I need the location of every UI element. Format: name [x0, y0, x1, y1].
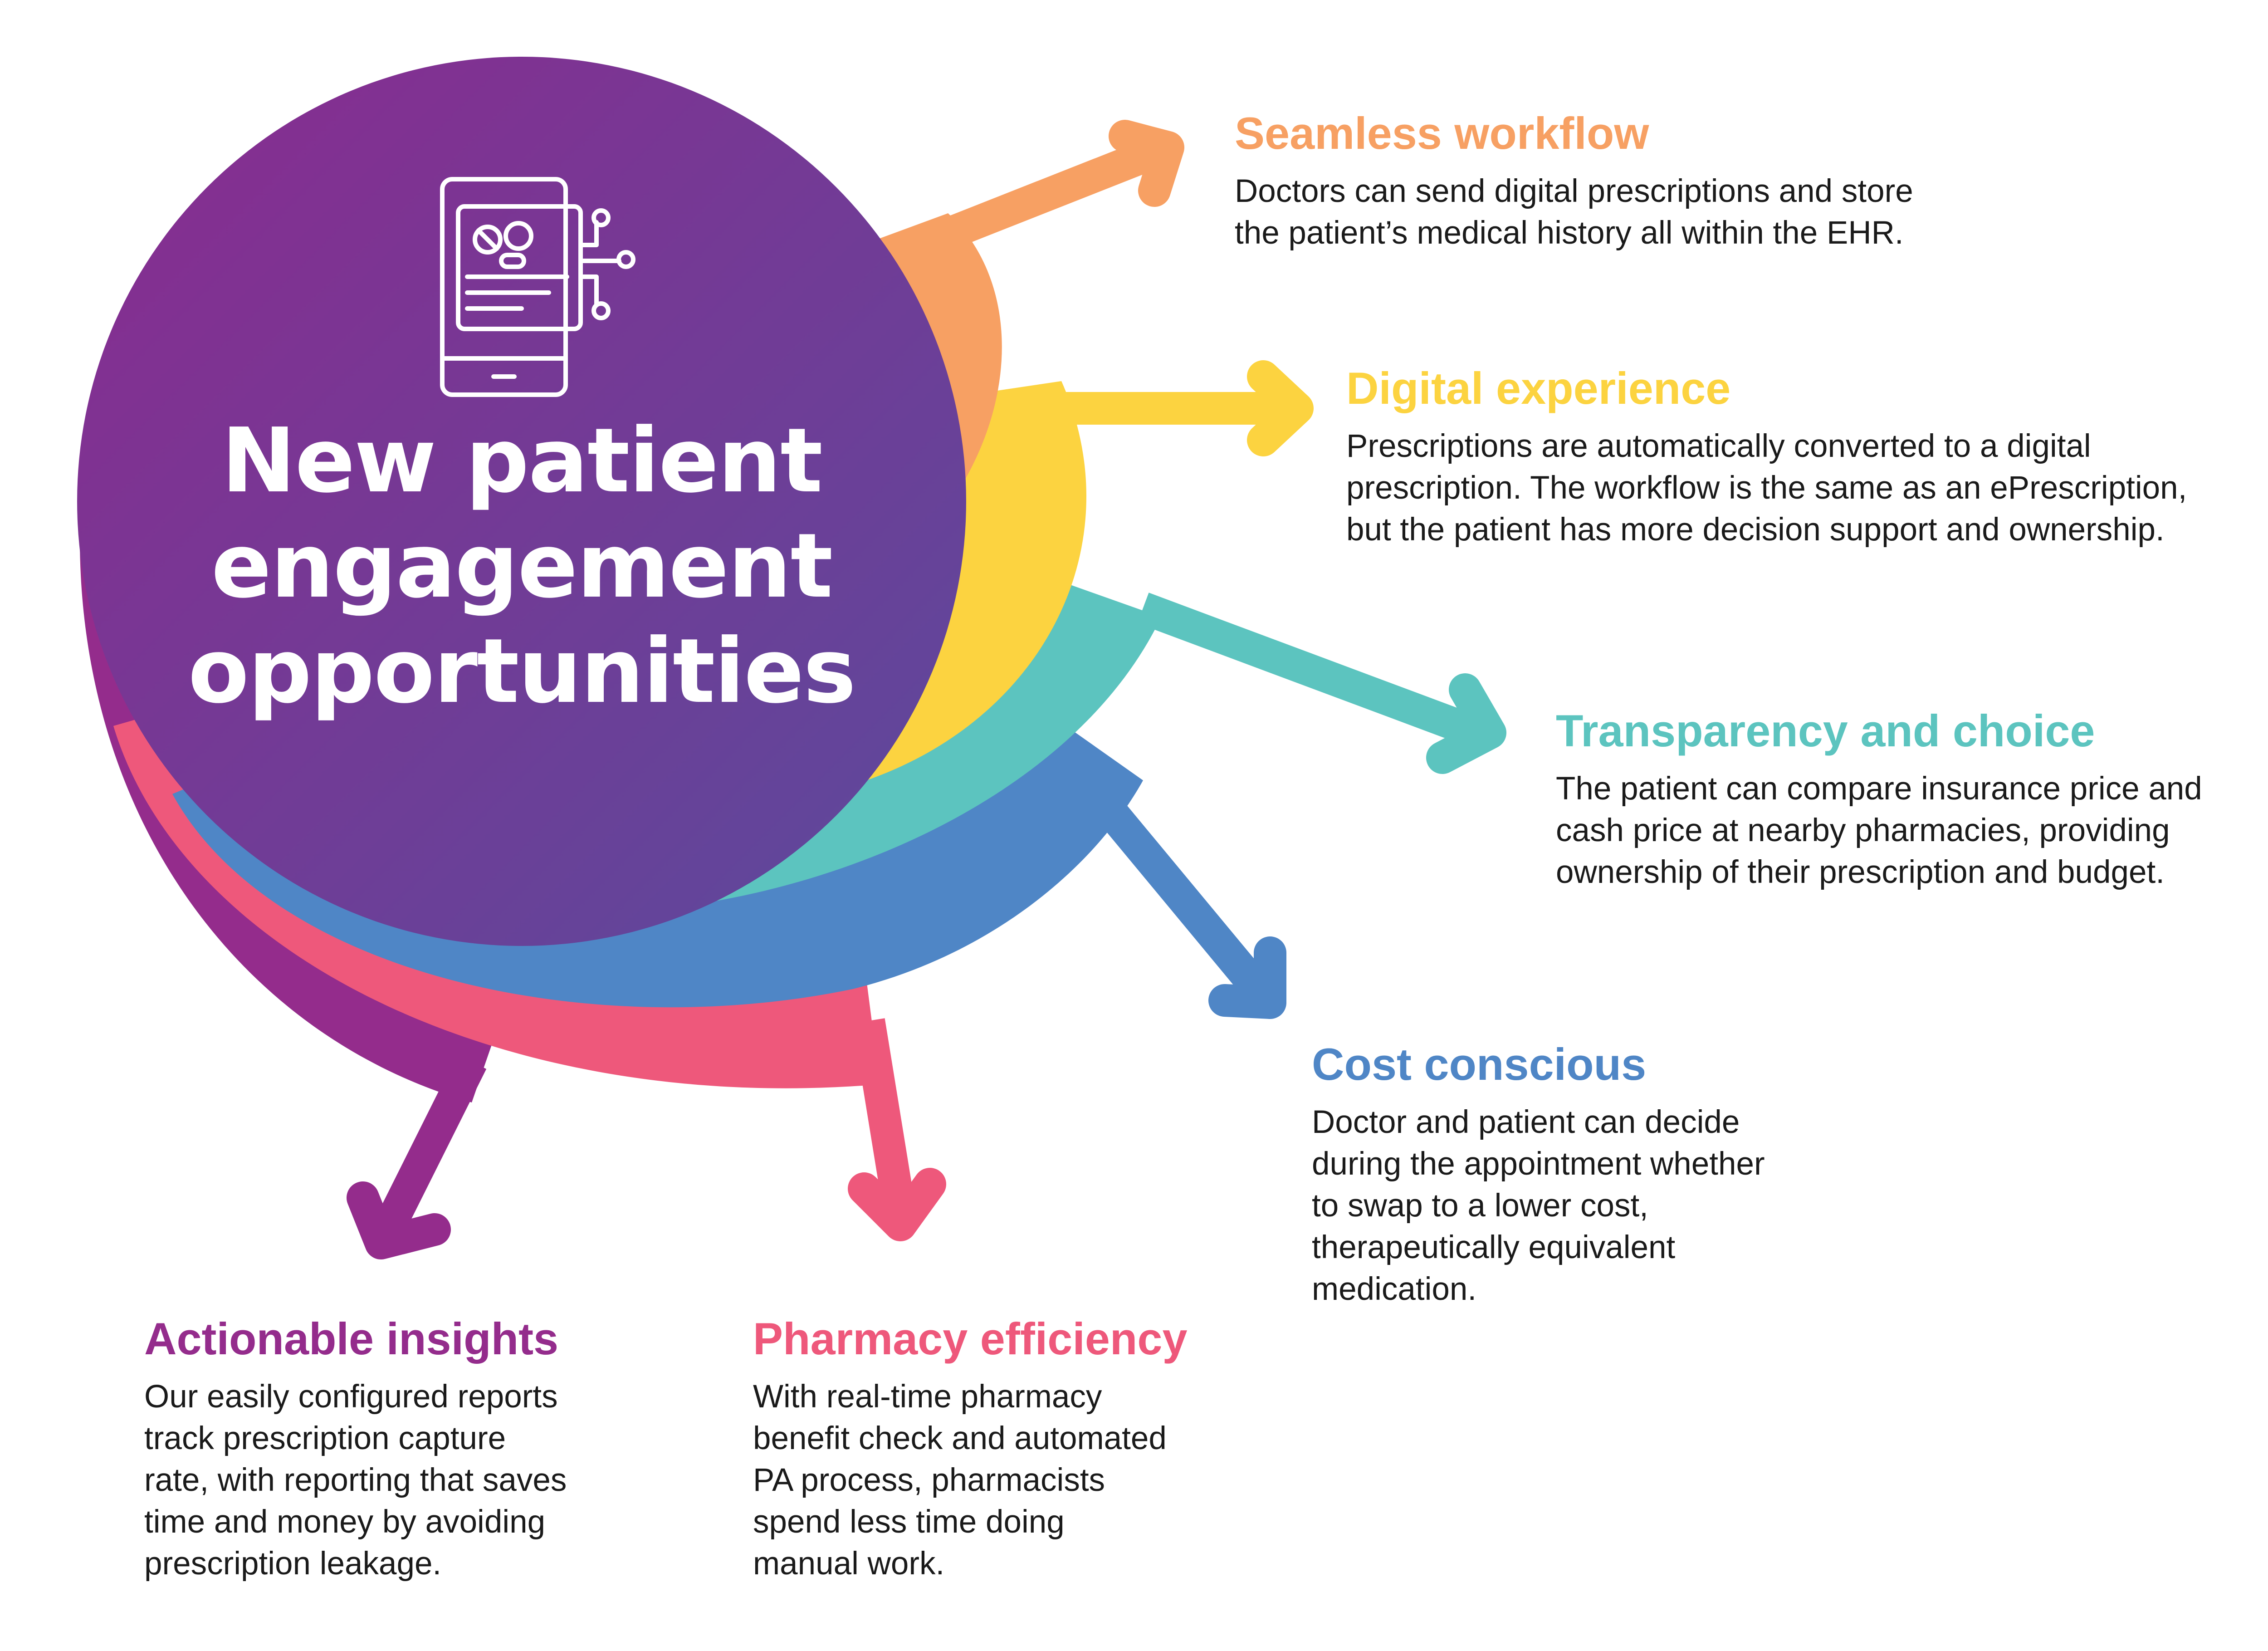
- digital-experience-heading: Digital experience: [1346, 363, 1731, 413]
- actionable-insights-block: Actionable insights Our easily configure…: [144, 1313, 734, 1585]
- transparency-arrow-shaft: [1137, 593, 1489, 750]
- cost-arrow-shaft: [1099, 802, 1278, 1009]
- digital-arrow-head: [1247, 360, 1314, 456]
- digital-experience-block: Digital experience Prescriptions are aut…: [1346, 363, 2268, 551]
- actionable-arrow-shaft: [366, 1054, 487, 1251]
- pharmacy-arrow-head: [848, 1168, 946, 1241]
- transparency-choice-block: Transparency and choice The patient can …: [1556, 705, 2268, 893]
- cost-arrow-head: [1208, 936, 1286, 1019]
- actionable-insights-text: Our easily configured reports track pres…: [144, 1379, 567, 1582]
- digital-prescription-phone-icon: [440, 177, 635, 397]
- digital-experience-text: Prescriptions are automatically converte…: [1346, 428, 2187, 548]
- actionable-insights-heading: Actionable insights: [144, 1313, 559, 1364]
- seamless-arrow-head: [1109, 120, 1184, 207]
- cost-conscious-heading: Cost conscious: [1312, 1039, 1647, 1089]
- pharmacy-arrow-shaft: [852, 1018, 917, 1219]
- center-title-line-1: New patient: [221, 409, 823, 513]
- center-title: New patient engagement opportunities: [109, 408, 934, 724]
- seamless-arrow-shaft: [896, 134, 1168, 267]
- cost-conscious-text: Doctor and patient can decide during the…: [1312, 1104, 1765, 1307]
- transparency-choice-text: The patient can compare insurance price …: [1556, 771, 2202, 890]
- center-title-line-3: opportunities: [188, 620, 856, 723]
- pharmacy-efficiency-heading: Pharmacy efficiency: [753, 1313, 1188, 1364]
- transparency-choice-heading: Transparency and choice: [1556, 705, 2095, 756]
- center-title-line-2: engagement: [211, 514, 833, 618]
- center-circle: [77, 57, 966, 946]
- actionable-arrow-head: [347, 1181, 451, 1259]
- seamless-workflow-text: Doctors can send digital prescriptions a…: [1235, 173, 1913, 251]
- seamless-workflow-block: Seamless workflow Doctors can send digit…: [1235, 108, 2233, 254]
- cost-conscious-block: Cost conscious Doctor and patient can de…: [1312, 1039, 1901, 1310]
- transparency-arrow-head: [1426, 673, 1506, 774]
- seamless-workflow-heading: Seamless workflow: [1235, 108, 1649, 158]
- pharmacy-efficiency-block: Pharmacy efficiency With real-time pharm…: [753, 1313, 1334, 1585]
- pharmacy-efficiency-text: With real-time pharmacy benefit check an…: [753, 1379, 1167, 1582]
